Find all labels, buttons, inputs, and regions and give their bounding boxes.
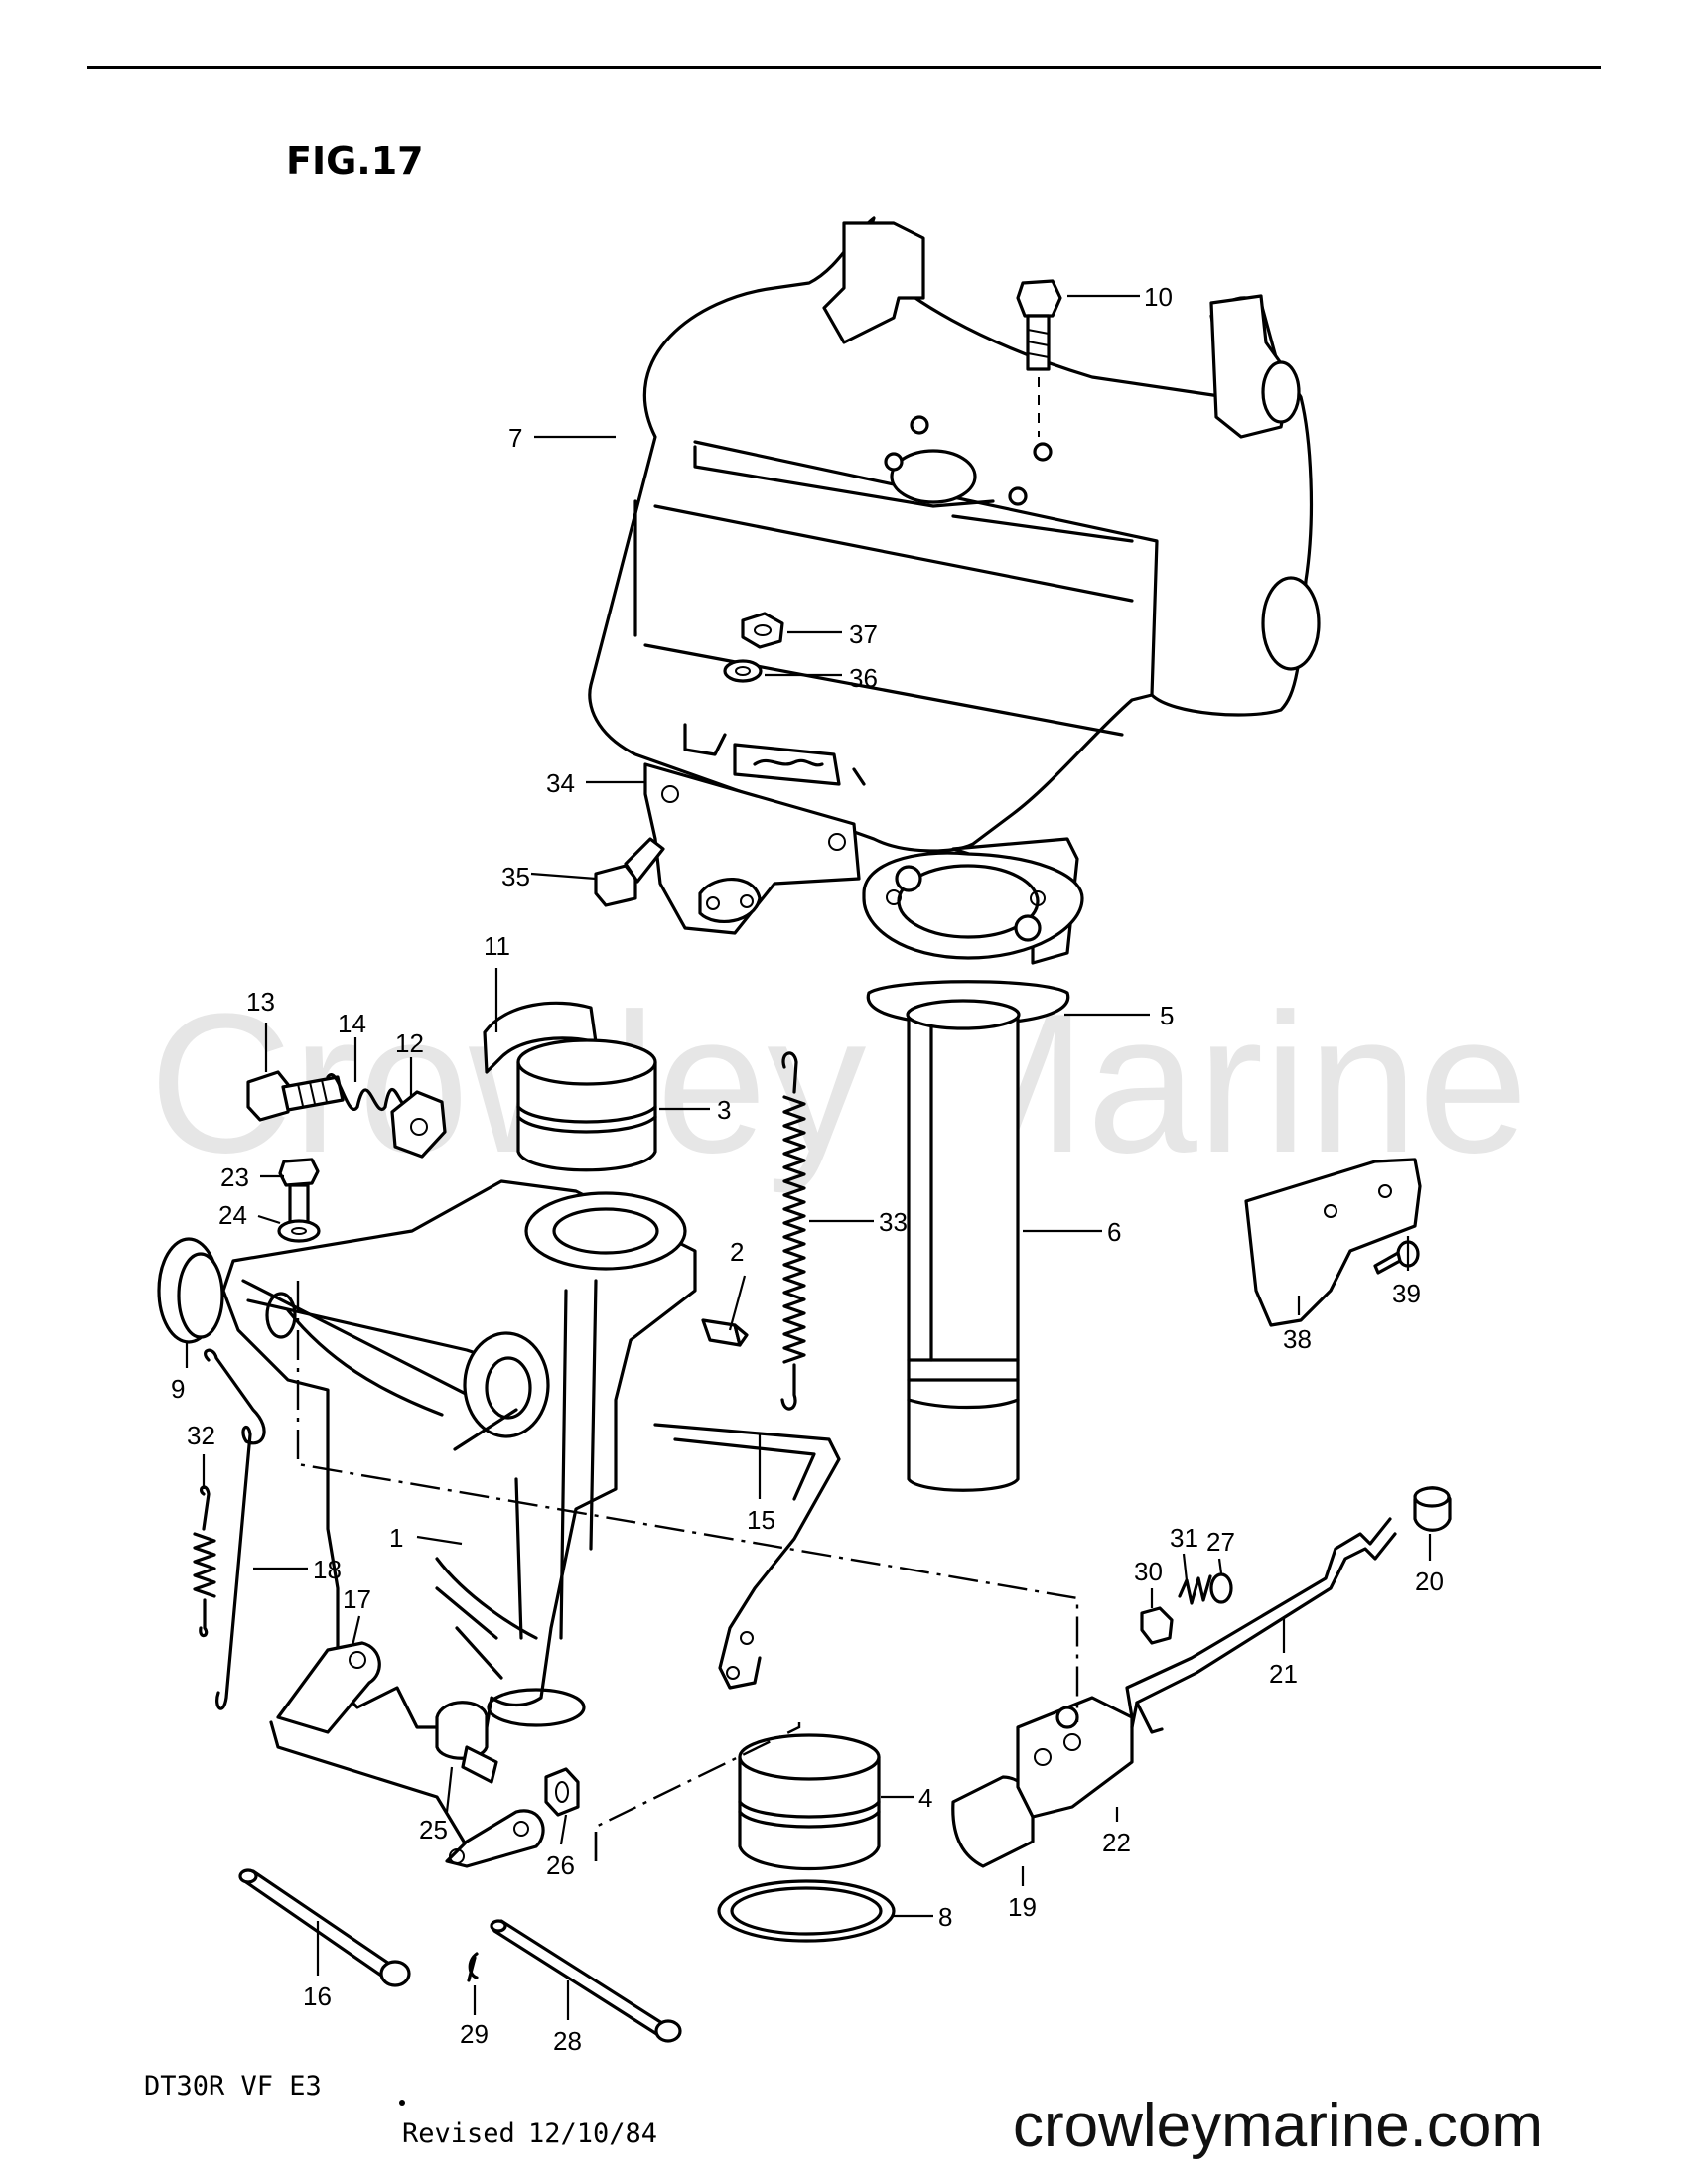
- callout-labels: 10 7 37 36 34 35 5 11 3 13 14 12 23 24 9…: [171, 282, 1444, 2056]
- part-29-clip: [467, 1952, 479, 1982]
- part-19-grip: [951, 1775, 1036, 1868]
- callout-20: 20: [1415, 1567, 1444, 1596]
- watermark-text: Crowley Marine: [149, 973, 1528, 1194]
- site-url[interactable]: crowleymarine.com: [1013, 2092, 1543, 2160]
- callout-12: 12: [395, 1028, 424, 1058]
- part-3-bushing: [516, 1038, 657, 1172]
- part-4-bushing: [738, 1733, 881, 1871]
- part-15-bracket: [653, 1423, 841, 1690]
- part-24-washer: [277, 1219, 321, 1243]
- callout-39: 39: [1392, 1279, 1421, 1308]
- part-26-nut: [544, 1767, 580, 1817]
- callout-7: 7: [508, 423, 522, 453]
- part-6-steering-pipe: [906, 999, 1021, 1492]
- callout-25: 25: [419, 1815, 448, 1844]
- callout-24: 24: [218, 1200, 247, 1230]
- callout-36: 36: [849, 663, 878, 693]
- callout-19: 19: [1008, 1892, 1037, 1922]
- part-37-nut: [741, 612, 784, 649]
- callout-15: 15: [747, 1505, 775, 1535]
- bullet-dot: [399, 2100, 405, 2106]
- part-10-bolt: [1016, 279, 1062, 437]
- part-18-rod: [204, 1348, 266, 1710]
- callout-21: 21: [1269, 1659, 1298, 1689]
- part-27-washer: [1209, 1572, 1233, 1604]
- callout-6: 6: [1107, 1217, 1121, 1247]
- callout-18: 18: [313, 1555, 342, 1584]
- callout-28: 28: [553, 2026, 582, 2056]
- part-21-rod: [1125, 1517, 1397, 1734]
- callout-32: 32: [187, 1421, 215, 1450]
- callout-1: 1: [389, 1523, 403, 1553]
- callout-13: 13: [246, 987, 275, 1017]
- callout-9: 9: [171, 1374, 185, 1404]
- callout-38: 38: [1283, 1324, 1312, 1354]
- callout-22: 22: [1102, 1828, 1131, 1857]
- figure-title: FIG.17: [286, 139, 424, 183]
- callout-4: 4: [918, 1783, 932, 1813]
- revision-date: 12/10/84: [528, 2118, 657, 2149]
- part-2-grease-nipple: [701, 1318, 749, 1347]
- part-33-spring: [780, 1051, 806, 1411]
- part-14-spring: [326, 1073, 411, 1111]
- callout-30: 30: [1134, 1557, 1163, 1586]
- callout-27: 27: [1206, 1527, 1235, 1557]
- revision-label: Revised: [402, 2118, 515, 2149]
- part-28-pin: [490, 1919, 682, 2043]
- part-36-washer: [723, 659, 763, 683]
- callout-16: 16: [303, 1981, 332, 2011]
- callout-17: 17: [343, 1584, 371, 1614]
- part-5-flange: [862, 837, 1084, 1026]
- callout-31: 31: [1170, 1523, 1198, 1553]
- part-25-bolt: [435, 1701, 498, 1784]
- callout-8: 8: [938, 1902, 952, 1932]
- part-22-bracket: [1016, 1696, 1134, 1819]
- callout-35: 35: [501, 862, 530, 891]
- part-32-spring: [193, 1485, 216, 1638]
- part-17-link: [269, 1641, 545, 1868]
- part-12-plate: [390, 1090, 447, 1159]
- part-34-plate: [643, 762, 861, 935]
- callout-2: 2: [730, 1237, 744, 1267]
- part-20-cap: [1413, 1486, 1452, 1532]
- part-1-swivel-case: [221, 1179, 697, 1729]
- callout-5: 5: [1160, 1001, 1174, 1030]
- part-31-spring: [1178, 1574, 1212, 1605]
- part-38-plate: [1244, 1158, 1422, 1327]
- callout-3: 3: [717, 1095, 731, 1125]
- part-9-bushing: [157, 1237, 224, 1344]
- callout-37: 37: [849, 619, 878, 649]
- callout-34: 34: [546, 768, 575, 798]
- part-8-washer: [717, 1879, 896, 1943]
- callout-10: 10: [1144, 282, 1173, 312]
- callout-11: 11: [484, 931, 510, 961]
- callout-33: 33: [879, 1207, 908, 1237]
- part-23-bolt: [278, 1158, 320, 1228]
- model-code: DT30R VF E3: [144, 2071, 322, 2102]
- part-13-bolt: [246, 1070, 345, 1122]
- part-39-screw: [1373, 1240, 1420, 1275]
- part-7-swivel-bracket: [588, 216, 1321, 853]
- callout-26: 26: [546, 1850, 575, 1880]
- part-30-nut: [1140, 1606, 1174, 1645]
- callout-23: 23: [220, 1162, 249, 1192]
- part-35-bolt: [594, 837, 665, 907]
- part-16-pin: [238, 1868, 411, 1987]
- leader-lines: [185, 294, 1432, 2020]
- callout-14: 14: [338, 1009, 366, 1038]
- callout-29: 29: [460, 2019, 489, 2049]
